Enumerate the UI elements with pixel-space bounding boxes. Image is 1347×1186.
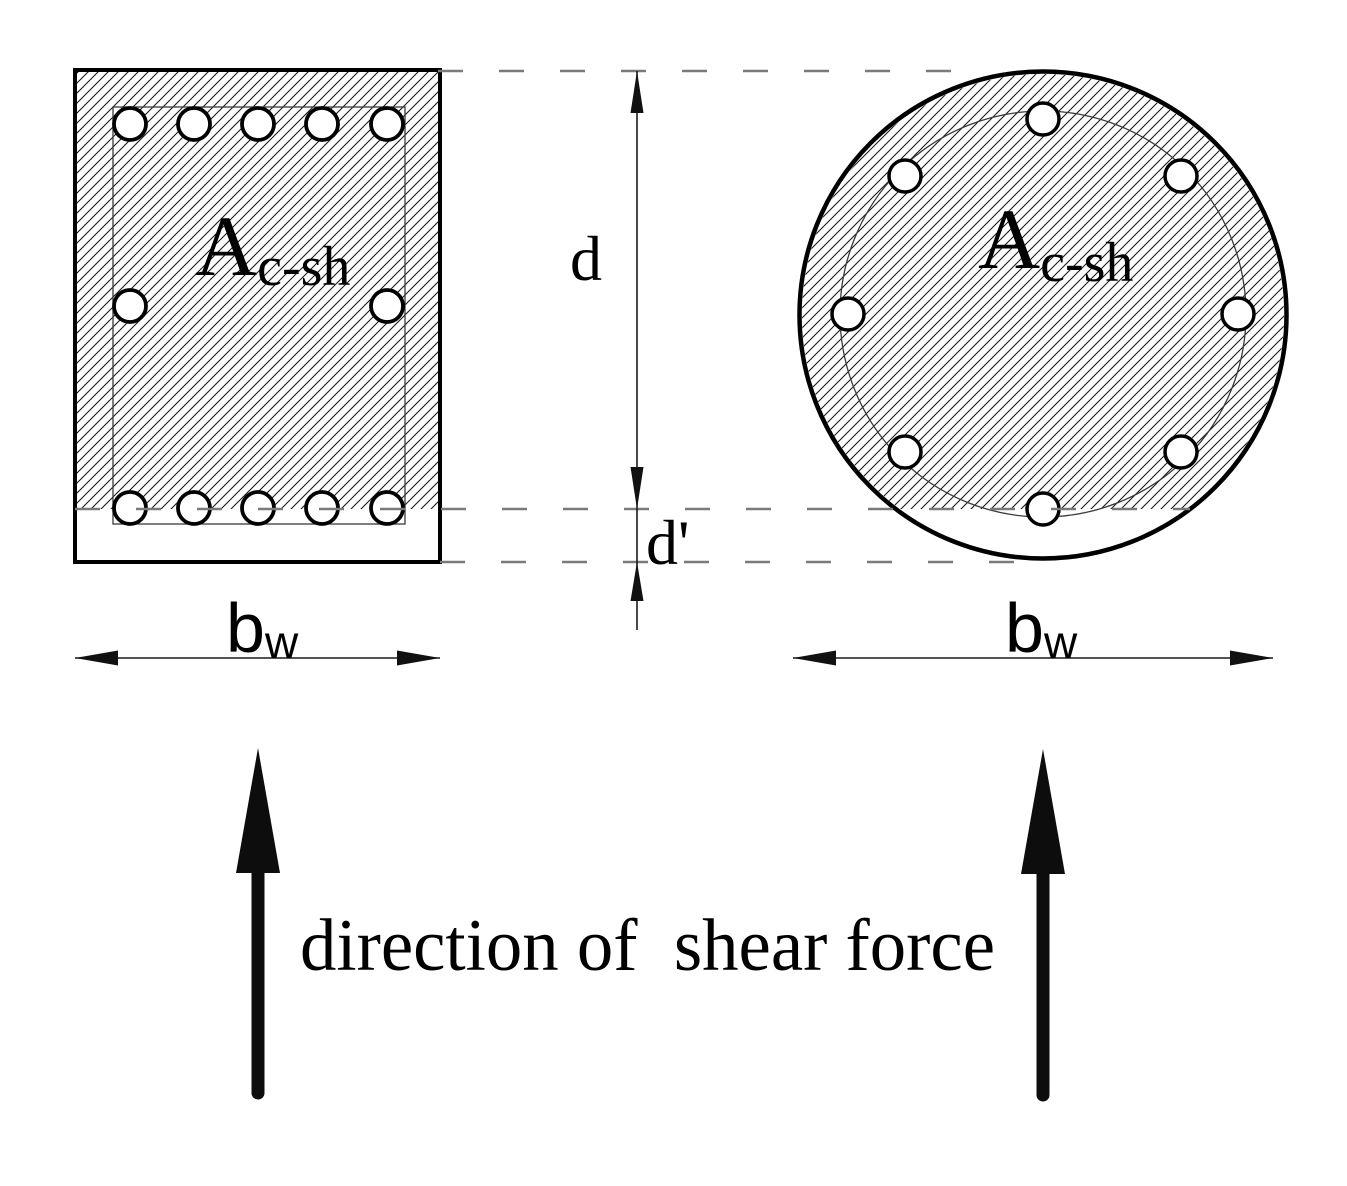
arrowhead-left-icon	[793, 650, 836, 666]
rebar-bar	[830, 296, 866, 332]
rebar-bar	[1025, 101, 1061, 137]
bw-label-left: bw	[226, 589, 299, 668]
shear-arrowhead-up-icon	[1021, 749, 1065, 874]
d-dimension	[630, 71, 644, 630]
circle-rebar-group	[830, 101, 1256, 527]
arrowhead-up-icon	[630, 562, 644, 601]
rebar-bar	[240, 106, 276, 142]
arrowhead-up-icon	[630, 71, 644, 113]
bw-label-right-main: b	[1005, 589, 1044, 667]
rebar-bar	[887, 434, 923, 470]
circle-section-hatch	[802, 74, 1284, 509]
circle-area-label-main: A	[978, 191, 1040, 287]
d-label: d	[570, 223, 602, 294]
circular-cross-section-outline	[797, 69, 1289, 561]
caption-text: direction of shear force	[300, 905, 995, 987]
bw-label-left-subscript: w	[264, 616, 299, 668]
circle-area-label: Ac-sh	[978, 191, 1133, 294]
shear-arrow-right	[1021, 749, 1065, 1102]
rebar-bar	[1220, 296, 1256, 332]
rect-area-label-subscript: c-sh	[257, 236, 350, 298]
bw-label-right-subscript: w	[1043, 616, 1078, 668]
dashed-lines-group	[75, 69, 1190, 564]
shear-arrowhead-up-icon	[236, 748, 280, 873]
arrowhead-right-icon	[397, 650, 440, 666]
arrowhead-right-icon	[1230, 650, 1273, 666]
rebar-bar	[112, 106, 148, 142]
d-prime-label: d'	[646, 507, 690, 578]
rebar-bar	[369, 106, 405, 142]
rebar-bar	[887, 158, 923, 194]
rect-area-label: Ac-sh	[195, 198, 350, 298]
bw-dimension-right	[793, 650, 1273, 666]
rebar-bar	[369, 288, 405, 324]
circle-area-label-subscript: c-sh	[1040, 232, 1133, 294]
rebar-bar	[176, 106, 212, 142]
arrowhead-left-icon	[75, 650, 118, 666]
bw-label-left-main: b	[226, 589, 265, 667]
rect-cross-section-outline	[73, 68, 442, 564]
rebar-bar	[304, 106, 340, 142]
arrowhead-down-icon	[630, 467, 644, 509]
rebar-bar	[112, 288, 148, 324]
rebar-bar	[1163, 158, 1199, 194]
shear-arrow-left	[236, 748, 280, 1100]
bw-dimension-left	[75, 650, 440, 666]
rebar-bar	[1163, 434, 1199, 470]
rect-area-label-main: A	[195, 198, 257, 294]
bw-label-right: bw	[1005, 589, 1078, 668]
